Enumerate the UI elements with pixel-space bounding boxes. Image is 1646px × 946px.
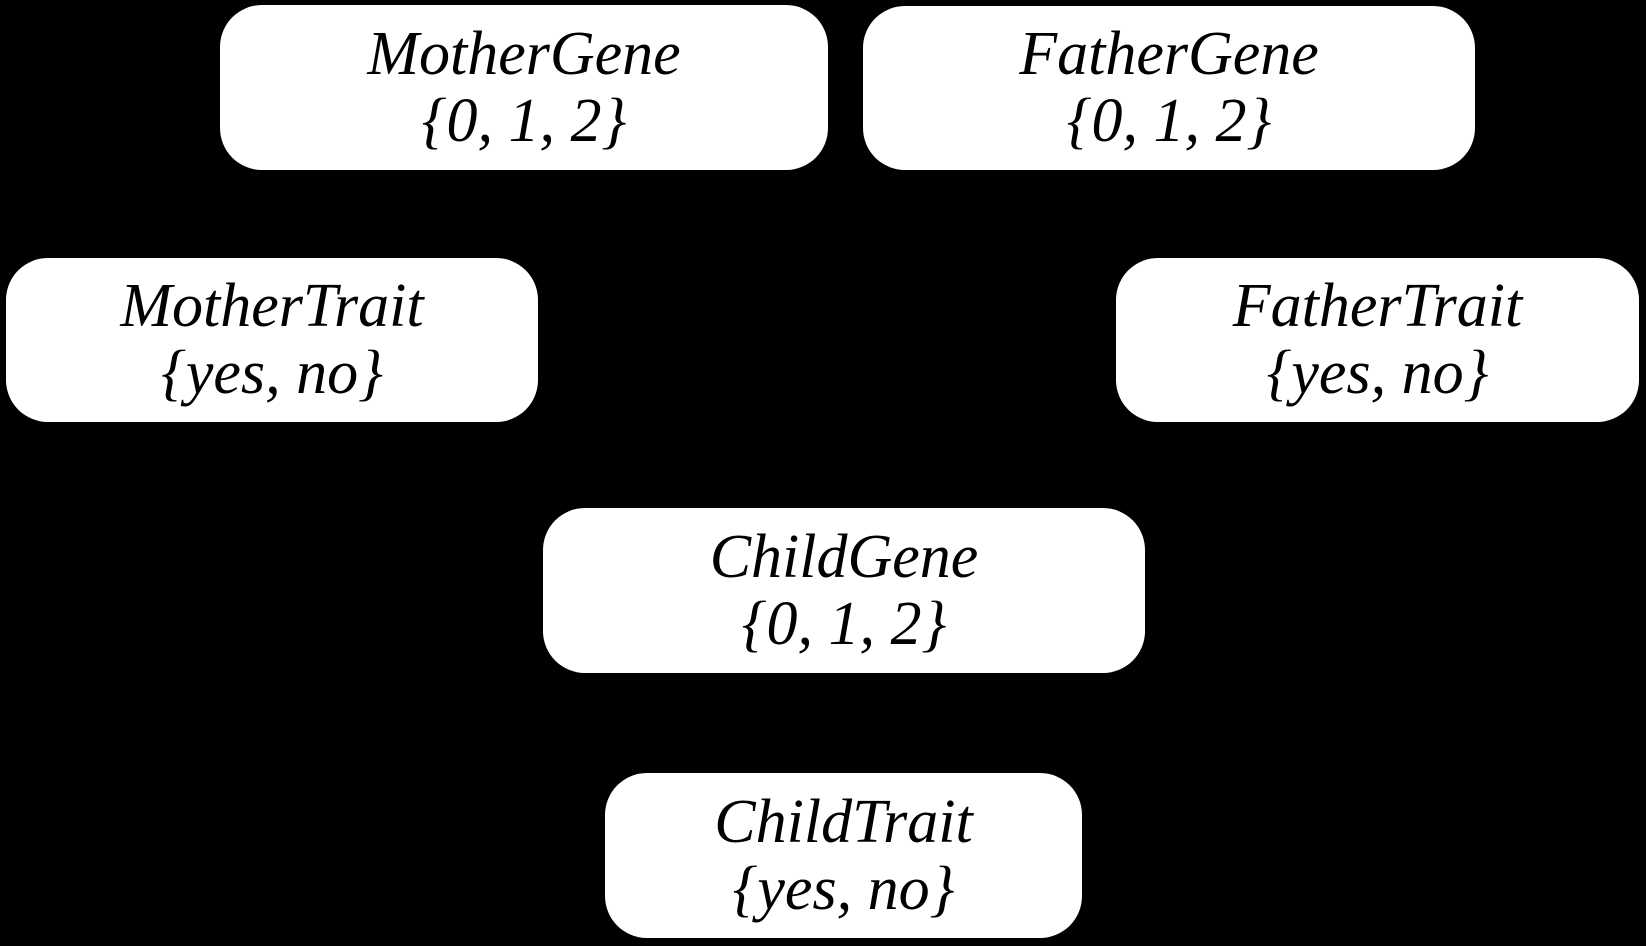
node-mother-trait-domain: {yes, no}	[161, 339, 383, 407]
node-father-trait: FatherTrait {yes, no}	[1116, 258, 1639, 422]
node-mother-gene-title: MotherGene	[367, 19, 681, 88]
node-mother-trait-title: MotherTrait	[120, 272, 424, 340]
node-father-gene-domain: {0, 1, 2}	[1066, 87, 1272, 155]
node-child-trait: ChildTrait {yes, no}	[605, 773, 1082, 938]
node-child-trait-title: ChildTrait	[714, 787, 973, 856]
node-father-gene: FatherGene {0, 1, 2}	[863, 6, 1475, 170]
node-mother-trait: MotherTrait {yes, no}	[6, 258, 538, 422]
node-child-trait-domain: {yes, no}	[732, 854, 955, 923]
node-father-gene-title: FatherGene	[1019, 20, 1319, 88]
node-mother-gene: MotherGene {0, 1, 2}	[220, 5, 828, 170]
node-child-gene: ChildGene {0, 1, 2}	[543, 508, 1145, 673]
node-child-gene-title: ChildGene	[709, 522, 979, 591]
node-father-trait-domain: {yes, no}	[1266, 339, 1489, 407]
node-mother-gene-domain: {0, 1, 2}	[421, 86, 627, 155]
node-child-gene-domain: {0, 1, 2}	[741, 589, 947, 658]
node-father-trait-title: FatherTrait	[1232, 272, 1523, 340]
